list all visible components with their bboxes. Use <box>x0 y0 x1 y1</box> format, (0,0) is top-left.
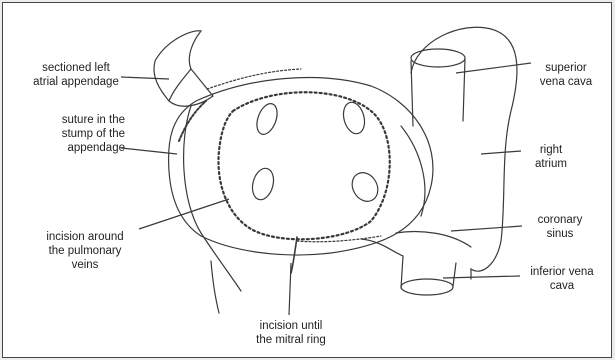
label-line: right <box>521 143 581 157</box>
label-line: vena cava <box>531 75 601 89</box>
label-line: the pulmonary <box>25 244 145 258</box>
pulmonary-vein-upper-left <box>253 101 281 137</box>
heart-illustration <box>3 3 611 357</box>
label-incision-mitral: incision until the mitral ring <box>231 319 351 347</box>
appendage-shape <box>154 31 213 106</box>
label-suture-stump: suture in the stump of the appendage <box>25 113 125 155</box>
label-sectioned-appendage: sectioned left atrial appendage <box>16 61 136 89</box>
label-line: appendage <box>25 141 125 155</box>
label-line: veins <box>25 258 145 272</box>
coronary-sinus-shape <box>396 232 471 247</box>
pulmonary-incision-ring <box>218 92 389 239</box>
label-line: superior <box>531 61 601 75</box>
label-line: incision around <box>25 230 145 244</box>
label-line: coronary <box>525 213 595 227</box>
label-line: atrium <box>521 157 581 171</box>
appendage-stump-suture <box>179 101 206 141</box>
label-line: sectioned left <box>16 61 136 75</box>
label-coronary-sinus: coronary sinus <box>525 213 595 241</box>
label-line: cava <box>520 279 604 293</box>
label-line: sinus <box>525 227 595 241</box>
label-right-atrium: right atrium <box>521 143 581 171</box>
label-line: atrial appendage <box>16 75 136 89</box>
label-line: incision until <box>231 319 351 333</box>
left-atrium-outline <box>169 78 433 255</box>
inferior-vena-cava-shape <box>401 279 453 295</box>
label-line: stump of the <box>25 127 125 141</box>
label-inferior-vena-cava: inferior vena cava <box>520 265 604 293</box>
label-superior-vena-cava: superior vena cava <box>531 61 601 89</box>
label-line: inferior vena <box>520 265 604 279</box>
pulmonary-vein-lower-left <box>249 166 277 202</box>
superior-vena-cava-shape <box>411 49 465 67</box>
label-line: the mitral ring <box>231 333 351 347</box>
label-incision-pulmonary: incision around the pulmonary veins <box>25 230 145 272</box>
right-atrium-outline <box>411 27 517 279</box>
label-line: suture in the <box>25 113 125 127</box>
pulmonary-vein-lower-right <box>347 168 383 206</box>
